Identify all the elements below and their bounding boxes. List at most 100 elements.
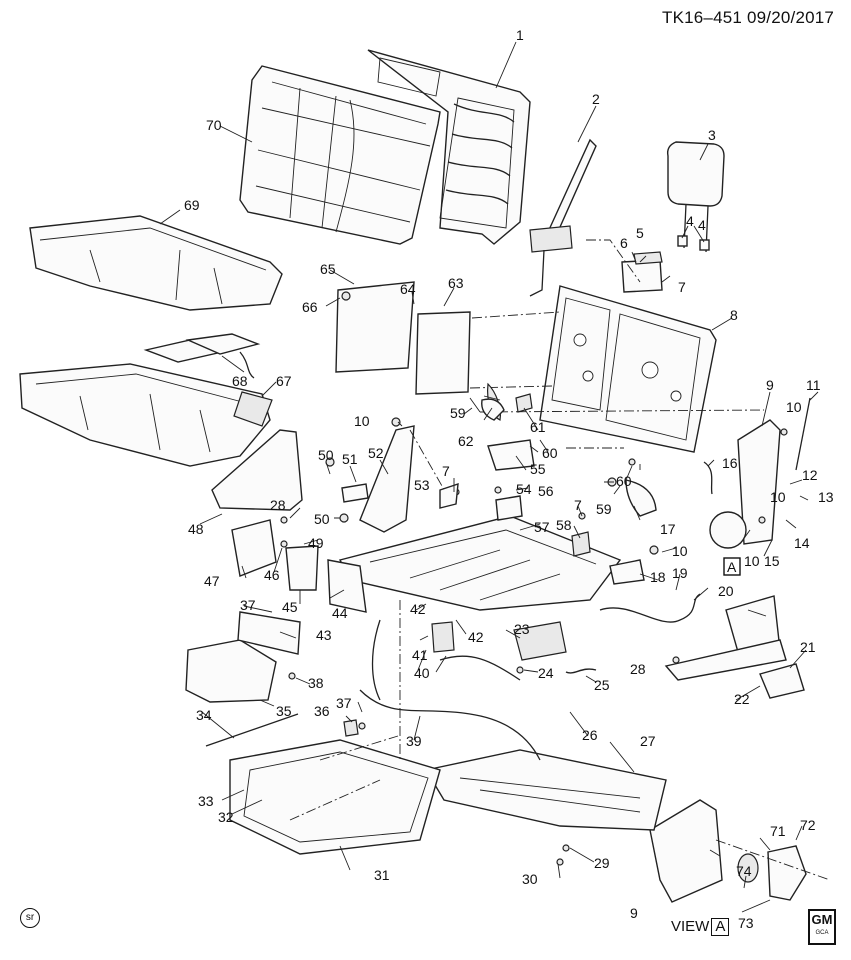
callout-20: 20 xyxy=(718,583,734,599)
callout-56: 56 xyxy=(538,483,554,499)
callout-11: 11 xyxy=(806,377,821,393)
callout-57: 57 xyxy=(534,519,550,535)
callout-54: 54 xyxy=(516,481,532,497)
callout-24: 24 xyxy=(538,665,554,681)
callout-10d: 10 xyxy=(744,553,760,569)
callout-8: 8 xyxy=(730,307,738,323)
callout-61: 61 xyxy=(530,419,546,435)
callout-22: 22 xyxy=(734,691,750,707)
callout-4a: 4 xyxy=(686,213,694,229)
callout-18: 18 xyxy=(650,569,666,585)
callout-59: 59 xyxy=(450,405,466,421)
callout-31: 31 xyxy=(374,867,390,883)
callout-28b: 28 xyxy=(630,661,646,677)
callout-50: 50 xyxy=(318,447,334,463)
callout-42: 42 xyxy=(410,601,426,617)
callout-52: 52 xyxy=(368,445,384,461)
callout-17: 17 xyxy=(660,521,676,537)
callout-60b: 60 xyxy=(616,473,632,489)
callout-32: 32 xyxy=(218,809,234,825)
callout-67: 67 xyxy=(276,373,292,389)
callout-41: 41 xyxy=(412,647,428,663)
callout-16: 16 xyxy=(722,455,738,471)
headrest xyxy=(666,141,725,253)
callout-2: 2 xyxy=(592,91,600,107)
callout-7c: 7 xyxy=(574,497,582,513)
callout-1: 1 xyxy=(516,27,524,43)
callout-64: 64 xyxy=(400,281,416,297)
view-label-letter: A xyxy=(711,918,730,936)
callout-60: 60 xyxy=(542,445,558,461)
seat-cushion xyxy=(29,215,283,311)
callout-6: 6 xyxy=(620,235,628,251)
seat-back-frame xyxy=(367,49,531,245)
gm-logo-subtext: GCA xyxy=(815,930,829,936)
seatback-frame xyxy=(539,285,717,453)
callout-58: 58 xyxy=(556,517,572,533)
callout-33: 33 xyxy=(198,793,214,809)
callout-40: 40 xyxy=(414,665,430,681)
callout-72: 72 xyxy=(800,817,816,833)
callout-51: 51 xyxy=(342,451,358,467)
callout-39: 39 xyxy=(406,733,422,749)
callout-5: 5 xyxy=(636,225,644,241)
callout-38: 38 xyxy=(308,675,324,691)
callout-34: 34 xyxy=(196,707,212,723)
callout-73: 73 xyxy=(738,915,754,931)
callout-7: 7 xyxy=(678,279,686,295)
callout-13: 13 xyxy=(818,489,834,505)
gm-logo: GM GCA xyxy=(808,909,836,945)
callout-66: 66 xyxy=(302,299,318,315)
callout-35: 35 xyxy=(276,703,292,719)
armrest xyxy=(664,595,805,699)
callout-labels: 1 2 3 4 4 5 6 7 8 9 10 11 12 13 14 15 16… xyxy=(184,27,834,931)
seat-base-frame xyxy=(229,739,441,855)
callout-10: 10 xyxy=(786,399,802,415)
callout-14: 14 xyxy=(794,535,810,551)
seat-belt-retractor xyxy=(529,138,597,297)
callout-30: 30 xyxy=(522,871,538,887)
callout-9b: 9 xyxy=(630,905,638,921)
callout-71: 71 xyxy=(770,823,786,839)
callout-36: 36 xyxy=(314,703,330,719)
view-a-marker: A xyxy=(723,557,741,576)
callout-9: 9 xyxy=(766,377,774,393)
callout-23: 23 xyxy=(514,621,530,637)
document-id: TK16–451 09/20/2017 xyxy=(662,8,835,27)
view-label-text: VIEW xyxy=(671,918,710,935)
callout-44: 44 xyxy=(332,605,348,621)
callout-47: 47 xyxy=(204,573,220,589)
callout-29: 29 xyxy=(594,855,610,871)
callout-50b: 50 xyxy=(314,511,330,527)
callout-70: 70 xyxy=(206,117,222,133)
callout-45: 45 xyxy=(282,599,298,615)
callout-53: 53 xyxy=(414,477,430,493)
callout-10e: 10 xyxy=(770,489,786,505)
callout-21: 21 xyxy=(800,639,816,655)
callout-48: 48 xyxy=(188,521,204,537)
callout-42b: 42 xyxy=(468,629,484,645)
callout-4b: 4 xyxy=(698,217,706,233)
gm-logo-text: GM xyxy=(811,912,833,927)
callout-26: 26 xyxy=(582,727,598,743)
wiring-harness xyxy=(359,593,701,761)
seat-track xyxy=(424,749,667,831)
hinge-plates xyxy=(649,419,807,903)
callout-10c: 10 xyxy=(672,543,688,559)
callout-43: 43 xyxy=(316,627,332,643)
callout-19: 19 xyxy=(672,565,688,581)
view-a-marker-letter: A xyxy=(727,559,737,575)
callout-63: 63 xyxy=(448,275,464,291)
callout-49: 49 xyxy=(308,535,324,551)
callout-12: 12 xyxy=(802,467,818,483)
callout-62: 62 xyxy=(458,433,474,449)
callout-37: 37 xyxy=(336,695,352,711)
callout-15: 15 xyxy=(764,553,780,569)
callout-10b: 10 xyxy=(354,413,370,429)
callout-25: 25 xyxy=(594,677,610,693)
callout-37b: 37 xyxy=(240,597,256,613)
seat-back-cushion xyxy=(239,65,441,245)
callout-68: 68 xyxy=(232,373,248,389)
